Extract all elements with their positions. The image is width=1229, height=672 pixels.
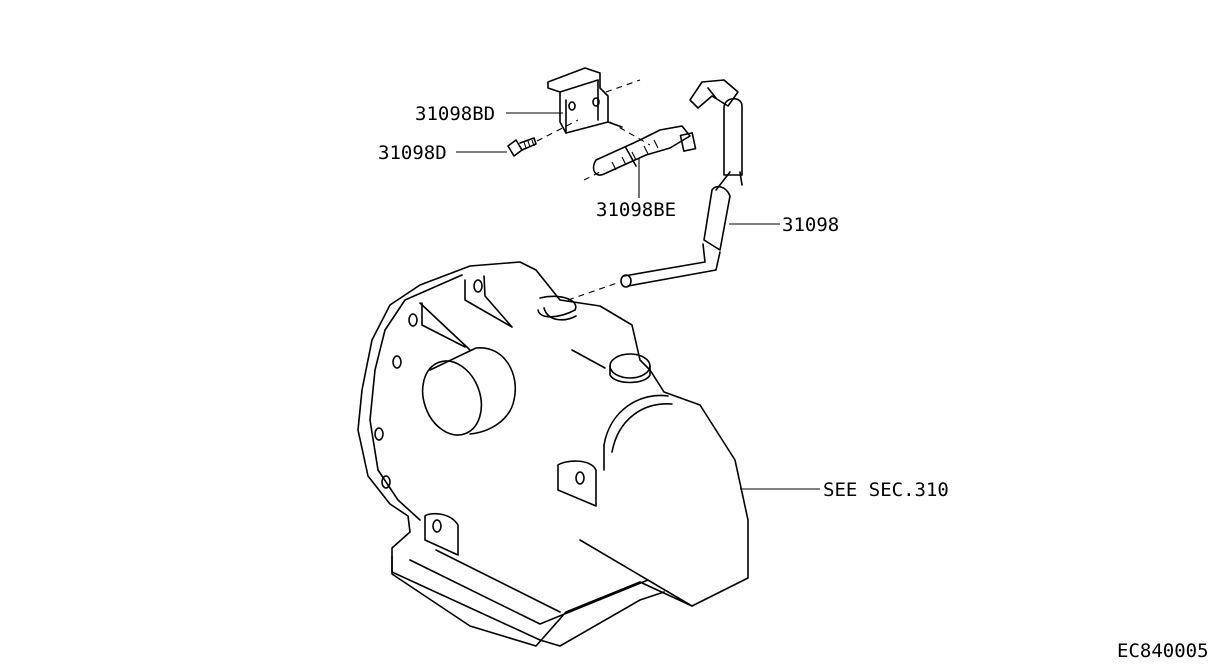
label-transmission: SEE SEC.310 xyxy=(823,479,949,501)
bolt xyxy=(507,137,537,157)
clamp xyxy=(592,125,697,176)
label-clamp: 31098BE xyxy=(596,199,676,221)
bracket xyxy=(547,67,623,134)
label-bolt: 31098D xyxy=(378,142,447,164)
figure-code: EC840005 xyxy=(1117,640,1209,662)
breather-hose xyxy=(620,79,743,288)
leader-lines xyxy=(456,112,820,490)
alignment-lines xyxy=(536,79,651,301)
label-hose: 31098 xyxy=(782,214,839,236)
label-bracket: 31098BD xyxy=(415,103,495,125)
transmission-housing xyxy=(357,261,749,647)
